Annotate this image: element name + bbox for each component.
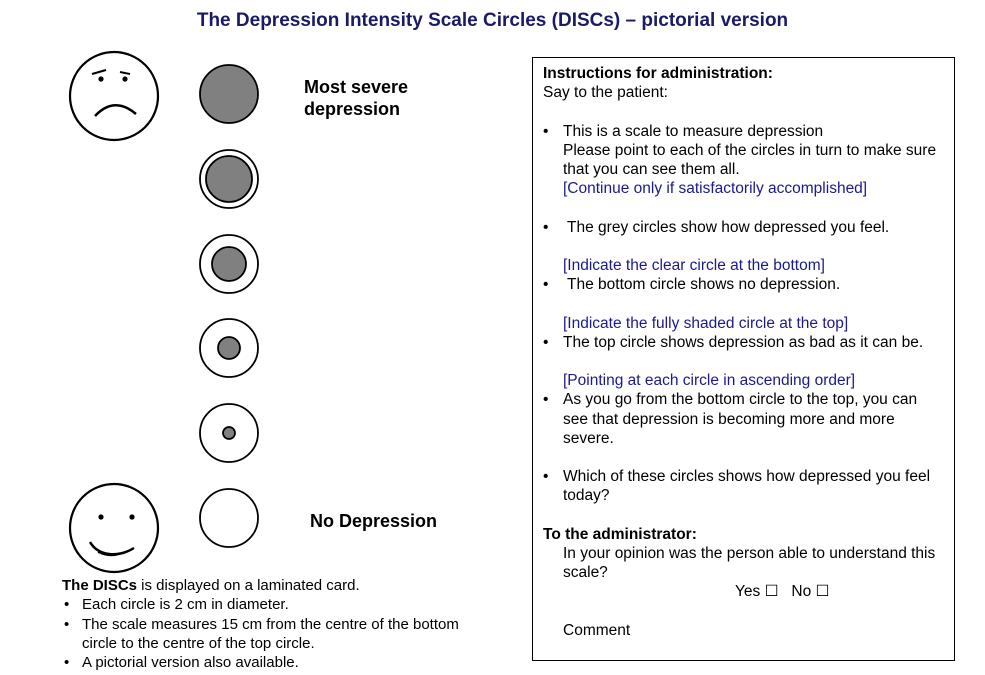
disc-circle-4 (199, 318, 259, 378)
notes-list: Each circle is 2 cm in diameter. The sca… (62, 595, 462, 672)
label-most-severe: Most severe depression (304, 76, 408, 120)
instruction-item-4: The top circle shows depression as bad a… (543, 333, 944, 352)
label-most-severe-line1: Most severe (304, 77, 409, 97)
instruction-item-5: As you go from the bottom circle to the … (543, 390, 944, 448)
instruction-note: [Indicate the fully shaded circle at the… (563, 314, 849, 332)
instructions-box: Instructions for administration: Say to … (532, 57, 955, 661)
instructions-say: Say to the patient: (543, 84, 668, 102)
notes-item: A pictorial version also available. (62, 653, 462, 673)
comment-label: Comment (563, 621, 631, 639)
disc-circle-3 (199, 234, 259, 294)
instruction-note: [Indicate the clear circle at the bottom… (563, 256, 825, 274)
instructions-heading: Instructions for administration: (543, 65, 773, 82)
page-title: The Depression Intensity Scale Circles (… (196, 10, 789, 31)
instruction-note: [Pointing at each circle in ascending or… (563, 372, 856, 390)
disc-circle-2 (199, 149, 259, 209)
yes-no-row: Yes ☐ No ☐ (543, 582, 944, 601)
instruction-item-3: The bottom circle shows no depression. (543, 275, 944, 294)
notes-lead-rest: is displayed on a laminated card. (137, 577, 360, 594)
instruction-item-2: The grey circles show how depressed you … (543, 218, 944, 237)
label-no-depression: No Depression (310, 511, 438, 531)
happy-face-icon (68, 482, 160, 574)
disc-circle-5 (199, 403, 259, 463)
notes-item: Each circle is 2 cm in diameter. (62, 595, 462, 615)
administrator-heading: To the administrator: (543, 525, 697, 543)
instruction-item-1: This is a scale to measure depression Pl… (543, 122, 944, 199)
notes-item: The scale measures 15 cm from the centre… (62, 615, 462, 654)
instruction-note: [Continue only if satisfactorily accompl… (563, 180, 868, 198)
instruction-text: Please point to each of the circles in t… (563, 141, 937, 178)
disc-notes: The DISCs is displayed on a laminated ca… (62, 576, 462, 673)
label-most-severe-line2: depression (304, 99, 401, 119)
notes-lead-bold: The DISCs (62, 577, 138, 594)
instruction-text: This is a scale to measure depression (563, 122, 824, 140)
sad-face-icon (68, 50, 160, 142)
no-checkbox[interactable]: No ☐ (791, 583, 830, 601)
notes-lead: The DISCs is displayed on a laminated ca… (62, 576, 462, 595)
disc-circle-6 (199, 488, 259, 548)
disc-circle-1 (199, 64, 259, 124)
yes-checkbox[interactable]: Yes ☐ (735, 583, 779, 601)
administrator-question: In your opinion was the person able to u… (563, 544, 936, 582)
instruction-item-6: Which of these circles shows how depress… (543, 467, 944, 505)
